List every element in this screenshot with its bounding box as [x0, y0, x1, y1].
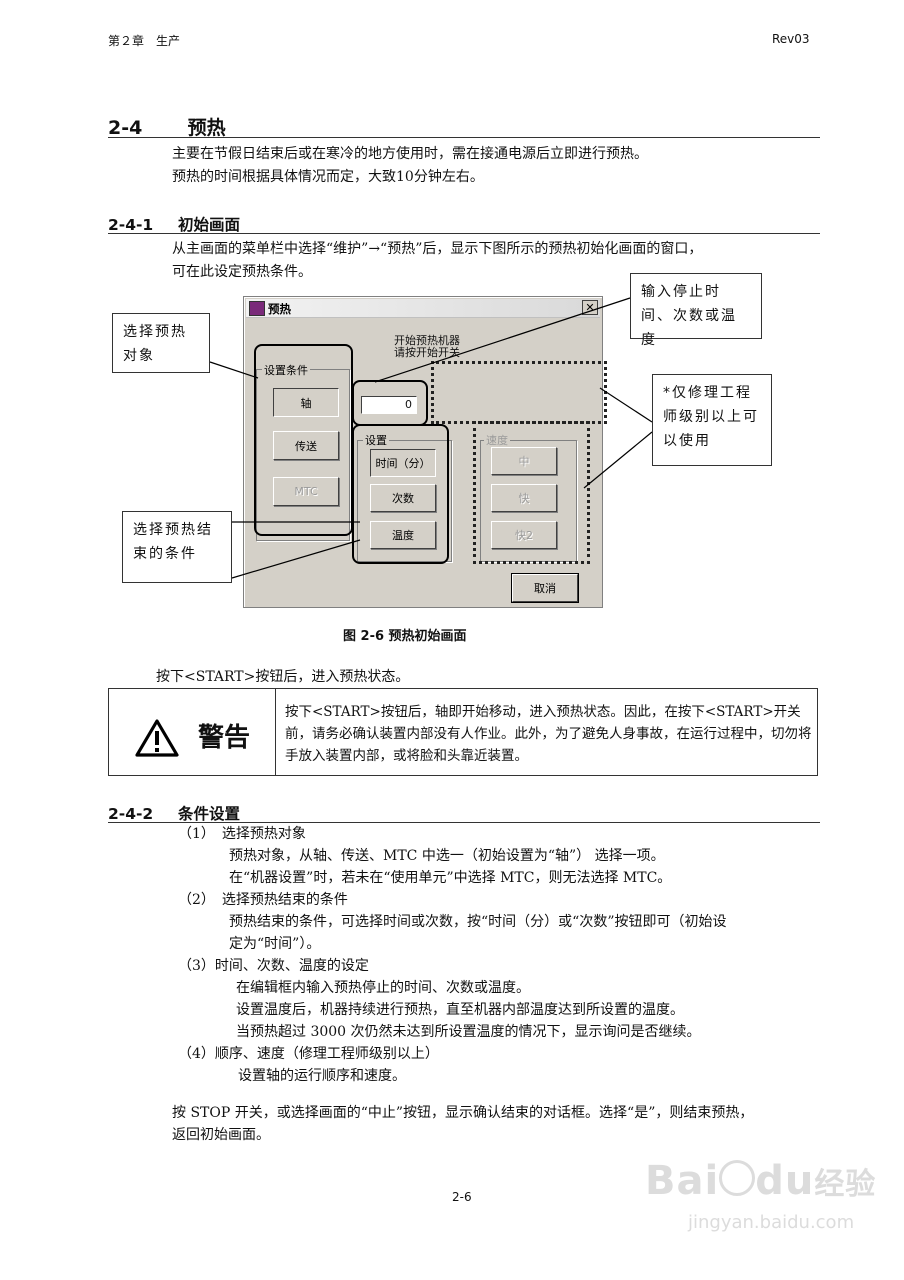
warning-text: 按下<START>按钮后，轴即开始移动，进入预热状态。因此，在按下<START>…	[285, 704, 812, 764]
subsection-2-title: 条件设置	[178, 805, 241, 823]
item-3-line-3: 当预热超过 3000 次仍然未达到所设置温度的情况下，显示询问是否继续。	[236, 1024, 701, 1040]
closing-line-2: 返回初始画面。	[172, 1127, 270, 1143]
paw-icon	[719, 1160, 756, 1196]
subsection-1-paragraph-1: 从主画面的菜单栏中选择“维护”→“预热”后，显示下图所示的预热初始化画面的窗口，	[172, 241, 703, 257]
section-title: 预热	[187, 117, 226, 139]
item-2-line-1: 预热结束的条件，可选择时间或次数，按“时间（分）或“次数”按钮即可（初始设	[229, 914, 727, 930]
close-icon[interactable]: ✕	[582, 300, 598, 315]
speed-fast-button[interactable]: 快	[491, 484, 557, 512]
warning-box: 警告 按下<START>按钮后，轴即开始移动，进入预热状态。因此，在按下<STA…	[108, 688, 818, 776]
settings-group-label: 设置	[363, 432, 389, 448]
subsection-1-heading: 2-4-1 初始画面	[108, 213, 240, 235]
stop-value-input[interactable]: 0	[361, 396, 417, 414]
dialog-message: 开始预热机器 请按开始开关	[394, 335, 460, 359]
closing-line-1: 按 STOP 开关，或选择画面的“中止”按钮，显示确认结束的对话框。选择“是”，…	[172, 1105, 754, 1121]
highlight-end-condition	[352, 424, 449, 564]
app-icon	[249, 301, 265, 316]
section-paragraph-2: 预热的时间根据具体情况而定，大致10分钟左右。	[172, 169, 484, 185]
subsection-2-rule	[108, 822, 820, 823]
dotted-highlight-speed	[473, 421, 590, 564]
section-paragraph-1: 主要在节假日结束后或在寒冷的地方使用时，需在接通电源后立即进行预热。	[172, 146, 648, 162]
cancel-button[interactable]: 取消	[511, 573, 579, 603]
item-3-line-1: 在编辑框内输入预热停止的时间、次数或温度。	[236, 980, 530, 996]
subsection-2-heading: 2-4-2 条件设置	[108, 802, 240, 824]
section-heading: 2-4 预热	[108, 113, 226, 140]
subsection-1-paragraph-2: 可在此设定预热条件。	[172, 264, 312, 280]
warning-triangle-icon	[135, 719, 179, 757]
item-4-heading: （4）顺序、速度（修理工程师级别以上）	[178, 1046, 439, 1062]
subsection-2-number: 2-4-2	[108, 805, 154, 823]
chapter-header: 第２章 生产	[108, 34, 181, 48]
warning-label-cell: 警告	[109, 689, 276, 775]
speed-group-label: 速度	[484, 432, 510, 448]
subsection-1-number: 2-4-1	[108, 216, 154, 234]
subsection-1-rule	[108, 233, 820, 234]
item-2-line-2: 定为“时间”）。	[229, 936, 321, 952]
subsection-1-title: 初始画面	[178, 216, 241, 234]
watermark-brand-suffix: du	[755, 1158, 815, 1204]
axis-button[interactable]: 轴	[273, 388, 339, 417]
item-3-heading: （3）时间、次数、温度的设定	[178, 958, 369, 974]
revision-label: Rev03	[772, 32, 810, 46]
warning-label: 警告	[198, 723, 251, 753]
page-number: 2-6	[452, 1190, 472, 1204]
watermark-brand-cn: 经验	[814, 1167, 877, 1202]
speed-mid-button[interactable]: 中	[491, 447, 557, 475]
callout-select-target: 选择预热对象	[112, 313, 210, 373]
item-2-heading: （2） 选择预热结束的条件	[178, 892, 348, 908]
item-4-line-1: 设置轴的运行顺序和速度。	[238, 1068, 406, 1084]
count-button[interactable]: 次数	[370, 484, 436, 512]
section-rule	[108, 137, 820, 138]
speed-fast2-button[interactable]: 快2	[491, 521, 557, 549]
highlight-edit-field	[352, 380, 428, 426]
dotted-highlight-order	[431, 361, 607, 424]
dialog-message-line-2: 请按开始开关	[394, 346, 460, 359]
temperature-button[interactable]: 温度	[370, 521, 436, 549]
settings-groupbox	[357, 440, 452, 562]
dialog-title: 预热	[268, 302, 291, 316]
start-note: 按下<START>按钮后，进入预热状态。	[156, 669, 410, 685]
leader-engineer-upper	[599, 387, 653, 423]
mtc-button[interactable]: MTC	[273, 477, 339, 506]
item-1-heading: （1） 选择预热对象	[178, 826, 306, 842]
watermark-brand: Bai	[645, 1158, 720, 1204]
transfer-button[interactable]: 传送	[273, 431, 339, 460]
dialog-titlebar: 预热 ✕	[246, 299, 600, 318]
callout-input-stop: 输入停止时间、次数或温度	[630, 273, 762, 348]
item-3-line-2: 设置温度后，机器持续进行预热，直至机器内部温度达到所设置的温度。	[236, 1002, 684, 1018]
time-button[interactable]: 时间（分）	[370, 449, 436, 477]
figure-caption: 图 2-6 预热初始画面	[343, 629, 467, 644]
item-1-line-2: 在“机器设置”时，若未在“使用单元”中选择 MTC，则无法选择 MTC。	[229, 870, 672, 886]
callout-engineer-only: *仅修理工程师级别以上可以使用	[652, 374, 772, 466]
item-1-line-1: 预热对象，从轴、传送、MTC 中选一（初始设置为“轴”） 选择一项。	[229, 848, 665, 864]
callout-select-end: 选择预热结束的条件	[122, 511, 232, 583]
highlight-target-group	[254, 344, 353, 536]
conditions-group-label: 设置条件	[262, 362, 310, 378]
watermark-url: jingyan.baidu.com	[688, 1212, 855, 1233]
section-number: 2-4	[108, 117, 143, 139]
